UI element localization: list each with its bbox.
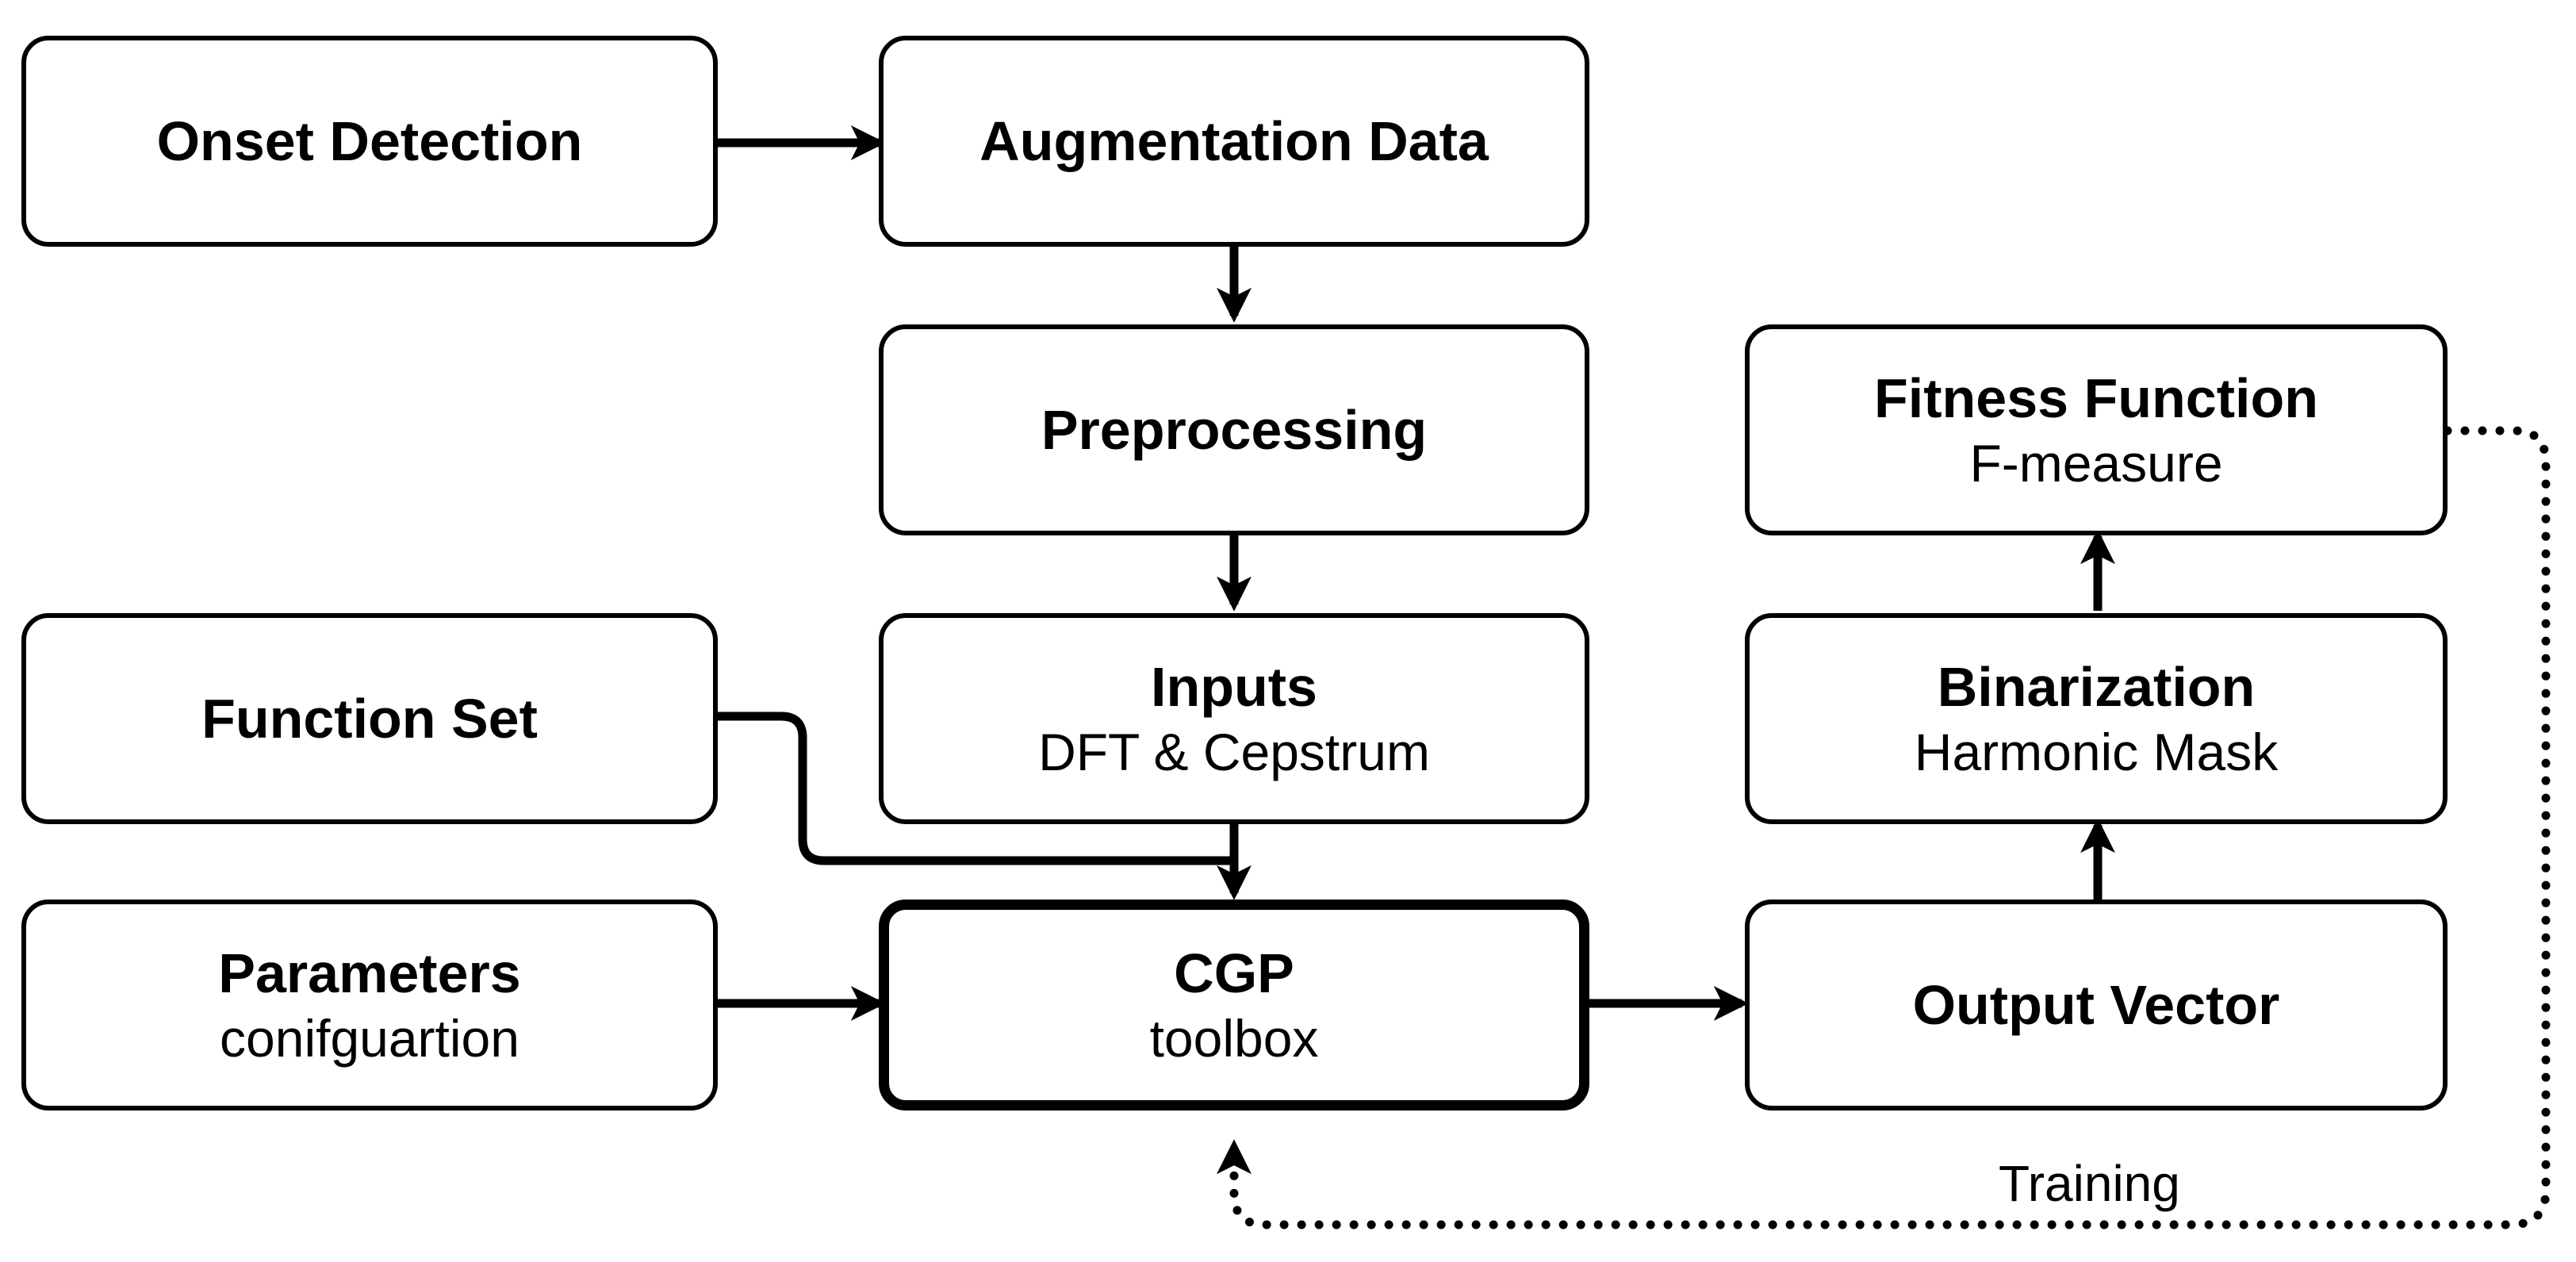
- node-binarization: Binarization Harmonic Mask: [1745, 613, 2448, 824]
- node-binarization-subtitle: Harmonic Mask: [1914, 723, 2279, 781]
- node-inputs: Inputs DFT & Cepstrum: [879, 613, 1589, 824]
- node-augmentation-data: Augmentation Data: [879, 36, 1589, 247]
- node-cgp-title: CGP: [1174, 942, 1294, 1004]
- node-fitness-function-subtitle: F-measure: [1969, 434, 2223, 493]
- arrow-fitness-training-loop-to-cgp: [1217, 426, 2551, 1229]
- node-inputs-subtitle: DFT & Cepstrum: [1038, 723, 1430, 781]
- node-output-vector: Output Vector: [1745, 900, 2448, 1110]
- node-binarization-title: Binarization: [1937, 656, 2256, 718]
- node-cgp-subtitle: toolbox: [1149, 1009, 1319, 1068]
- node-preprocessing-title: Preprocessing: [1041, 399, 1428, 461]
- arrow-function-set-to-cgp: [718, 712, 1234, 865]
- node-onset-detection: Onset Detection: [21, 36, 718, 247]
- node-function-set: Function Set: [21, 613, 718, 824]
- node-parameters: Parameters conifguartion: [21, 900, 718, 1110]
- node-fitness-function-title: Fitness Function: [1874, 367, 2318, 429]
- node-cgp: CGP toolbox: [879, 900, 1589, 1110]
- node-fitness-function: Fitness Function F-measure: [1745, 324, 2448, 535]
- node-preprocessing: Preprocessing: [879, 324, 1589, 535]
- node-parameters-subtitle: conifguartion: [220, 1009, 519, 1068]
- node-output-vector-title: Output Vector: [1912, 974, 2280, 1036]
- node-onset-detection-title: Onset Detection: [156, 110, 583, 172]
- node-augmentation-data-title: Augmentation Data: [979, 110, 1489, 172]
- node-inputs-title: Inputs: [1151, 656, 1317, 718]
- training-loop-label: Training: [1999, 1155, 2180, 1212]
- node-function-set-title: Function Set: [201, 688, 538, 750]
- node-parameters-title: Parameters: [218, 942, 521, 1004]
